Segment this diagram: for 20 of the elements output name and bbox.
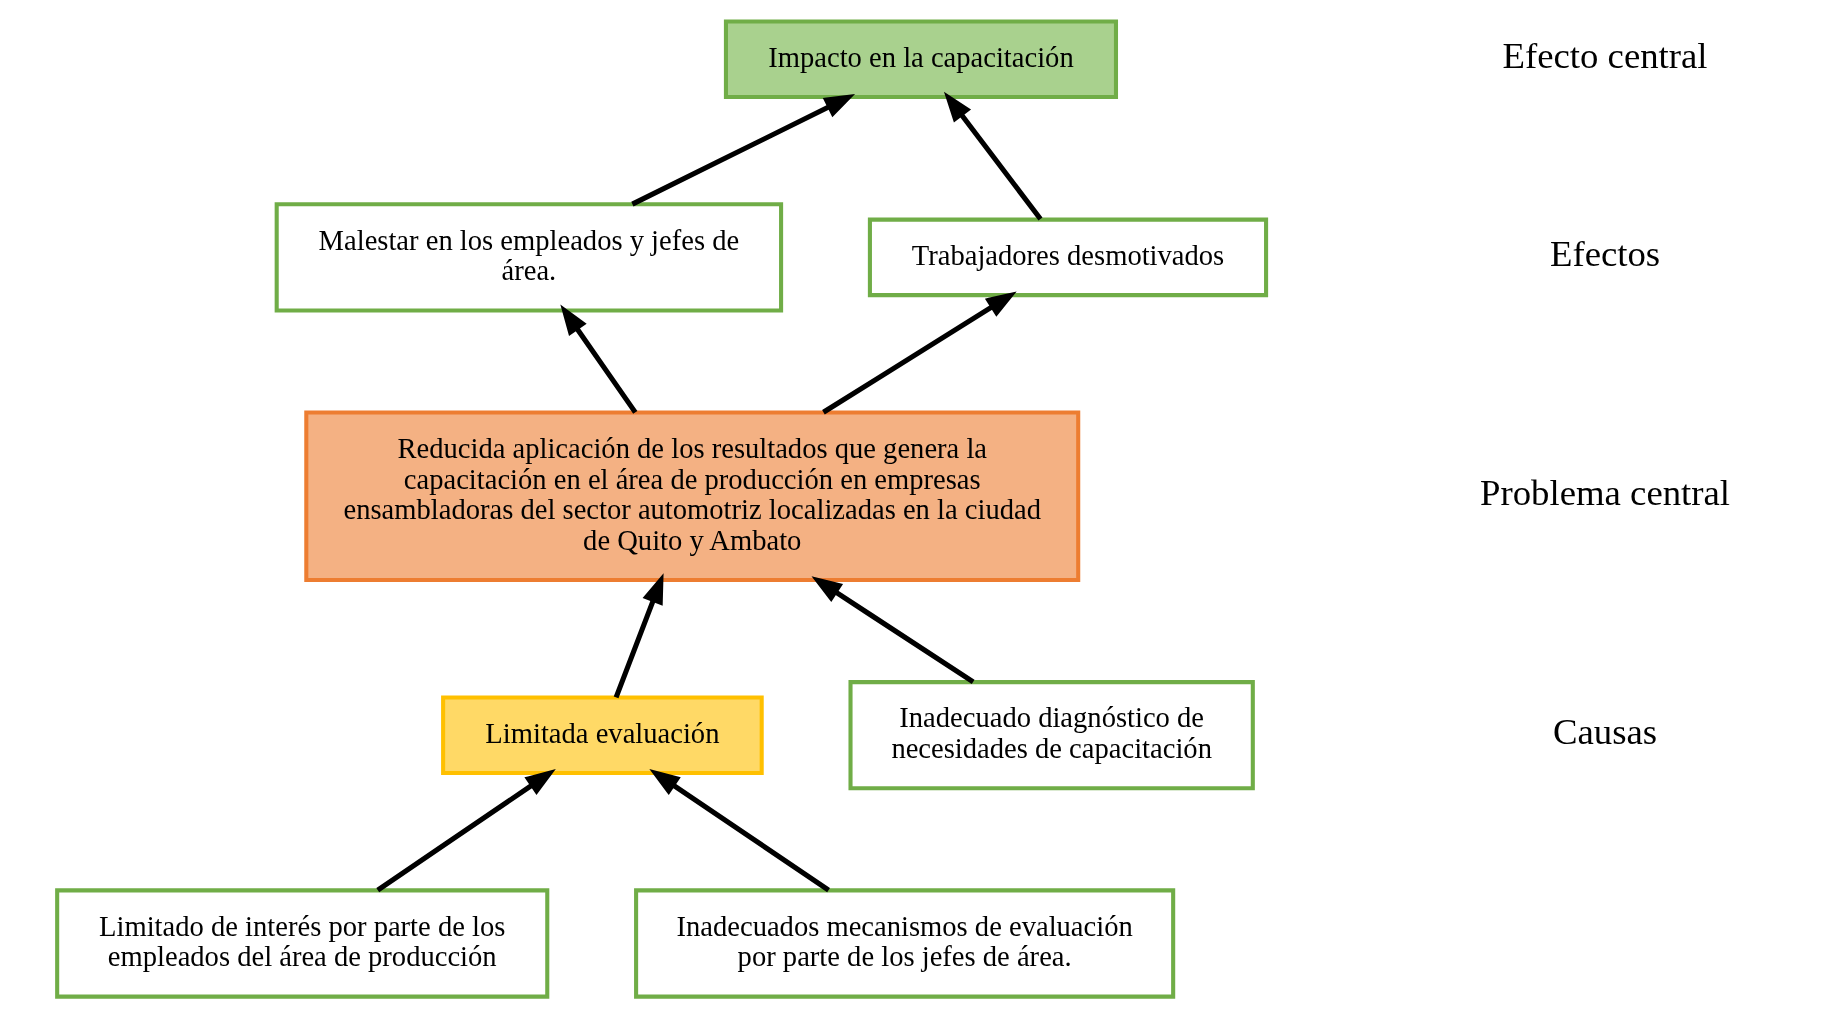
node-box: Trabajadores desmotivados [867, 217, 1269, 298]
node-box: Inadecuados mecanismos de evaluación por parte de los jefes de área. [634, 888, 1176, 999]
node-box: Reducida aplicación de los resultados que genera la capacitación en el área de producción en empresas ensambladoras del sector automotriz localizadas en la ciudad de Quito y Ambato [304, 410, 1081, 583]
node-box: Malestar en los empleados y jefes de área. [274, 202, 784, 313]
label: Efectos [1549, 233, 1661, 275]
arrow [631, 93, 856, 207]
arrow [376, 768, 556, 893]
arrow [811, 576, 975, 684]
node-box: Limitada evaluación [441, 695, 764, 776]
node-box: Limitado de interés por parte de los empleados del área de producción [55, 888, 550, 999]
arrow [822, 291, 1017, 415]
arrow [560, 304, 638, 414]
label: Causas [1553, 711, 1658, 753]
arrow [943, 91, 1043, 221]
node-box: Impacto en la capacitación [723, 19, 1119, 100]
node-box: Inadecuado diagnóstico de necesidades de capacitación [848, 680, 1255, 791]
arrow [613, 573, 664, 699]
arrow [649, 768, 830, 893]
label: Efecto central [1502, 35, 1708, 77]
label: Problema central [1480, 472, 1731, 514]
